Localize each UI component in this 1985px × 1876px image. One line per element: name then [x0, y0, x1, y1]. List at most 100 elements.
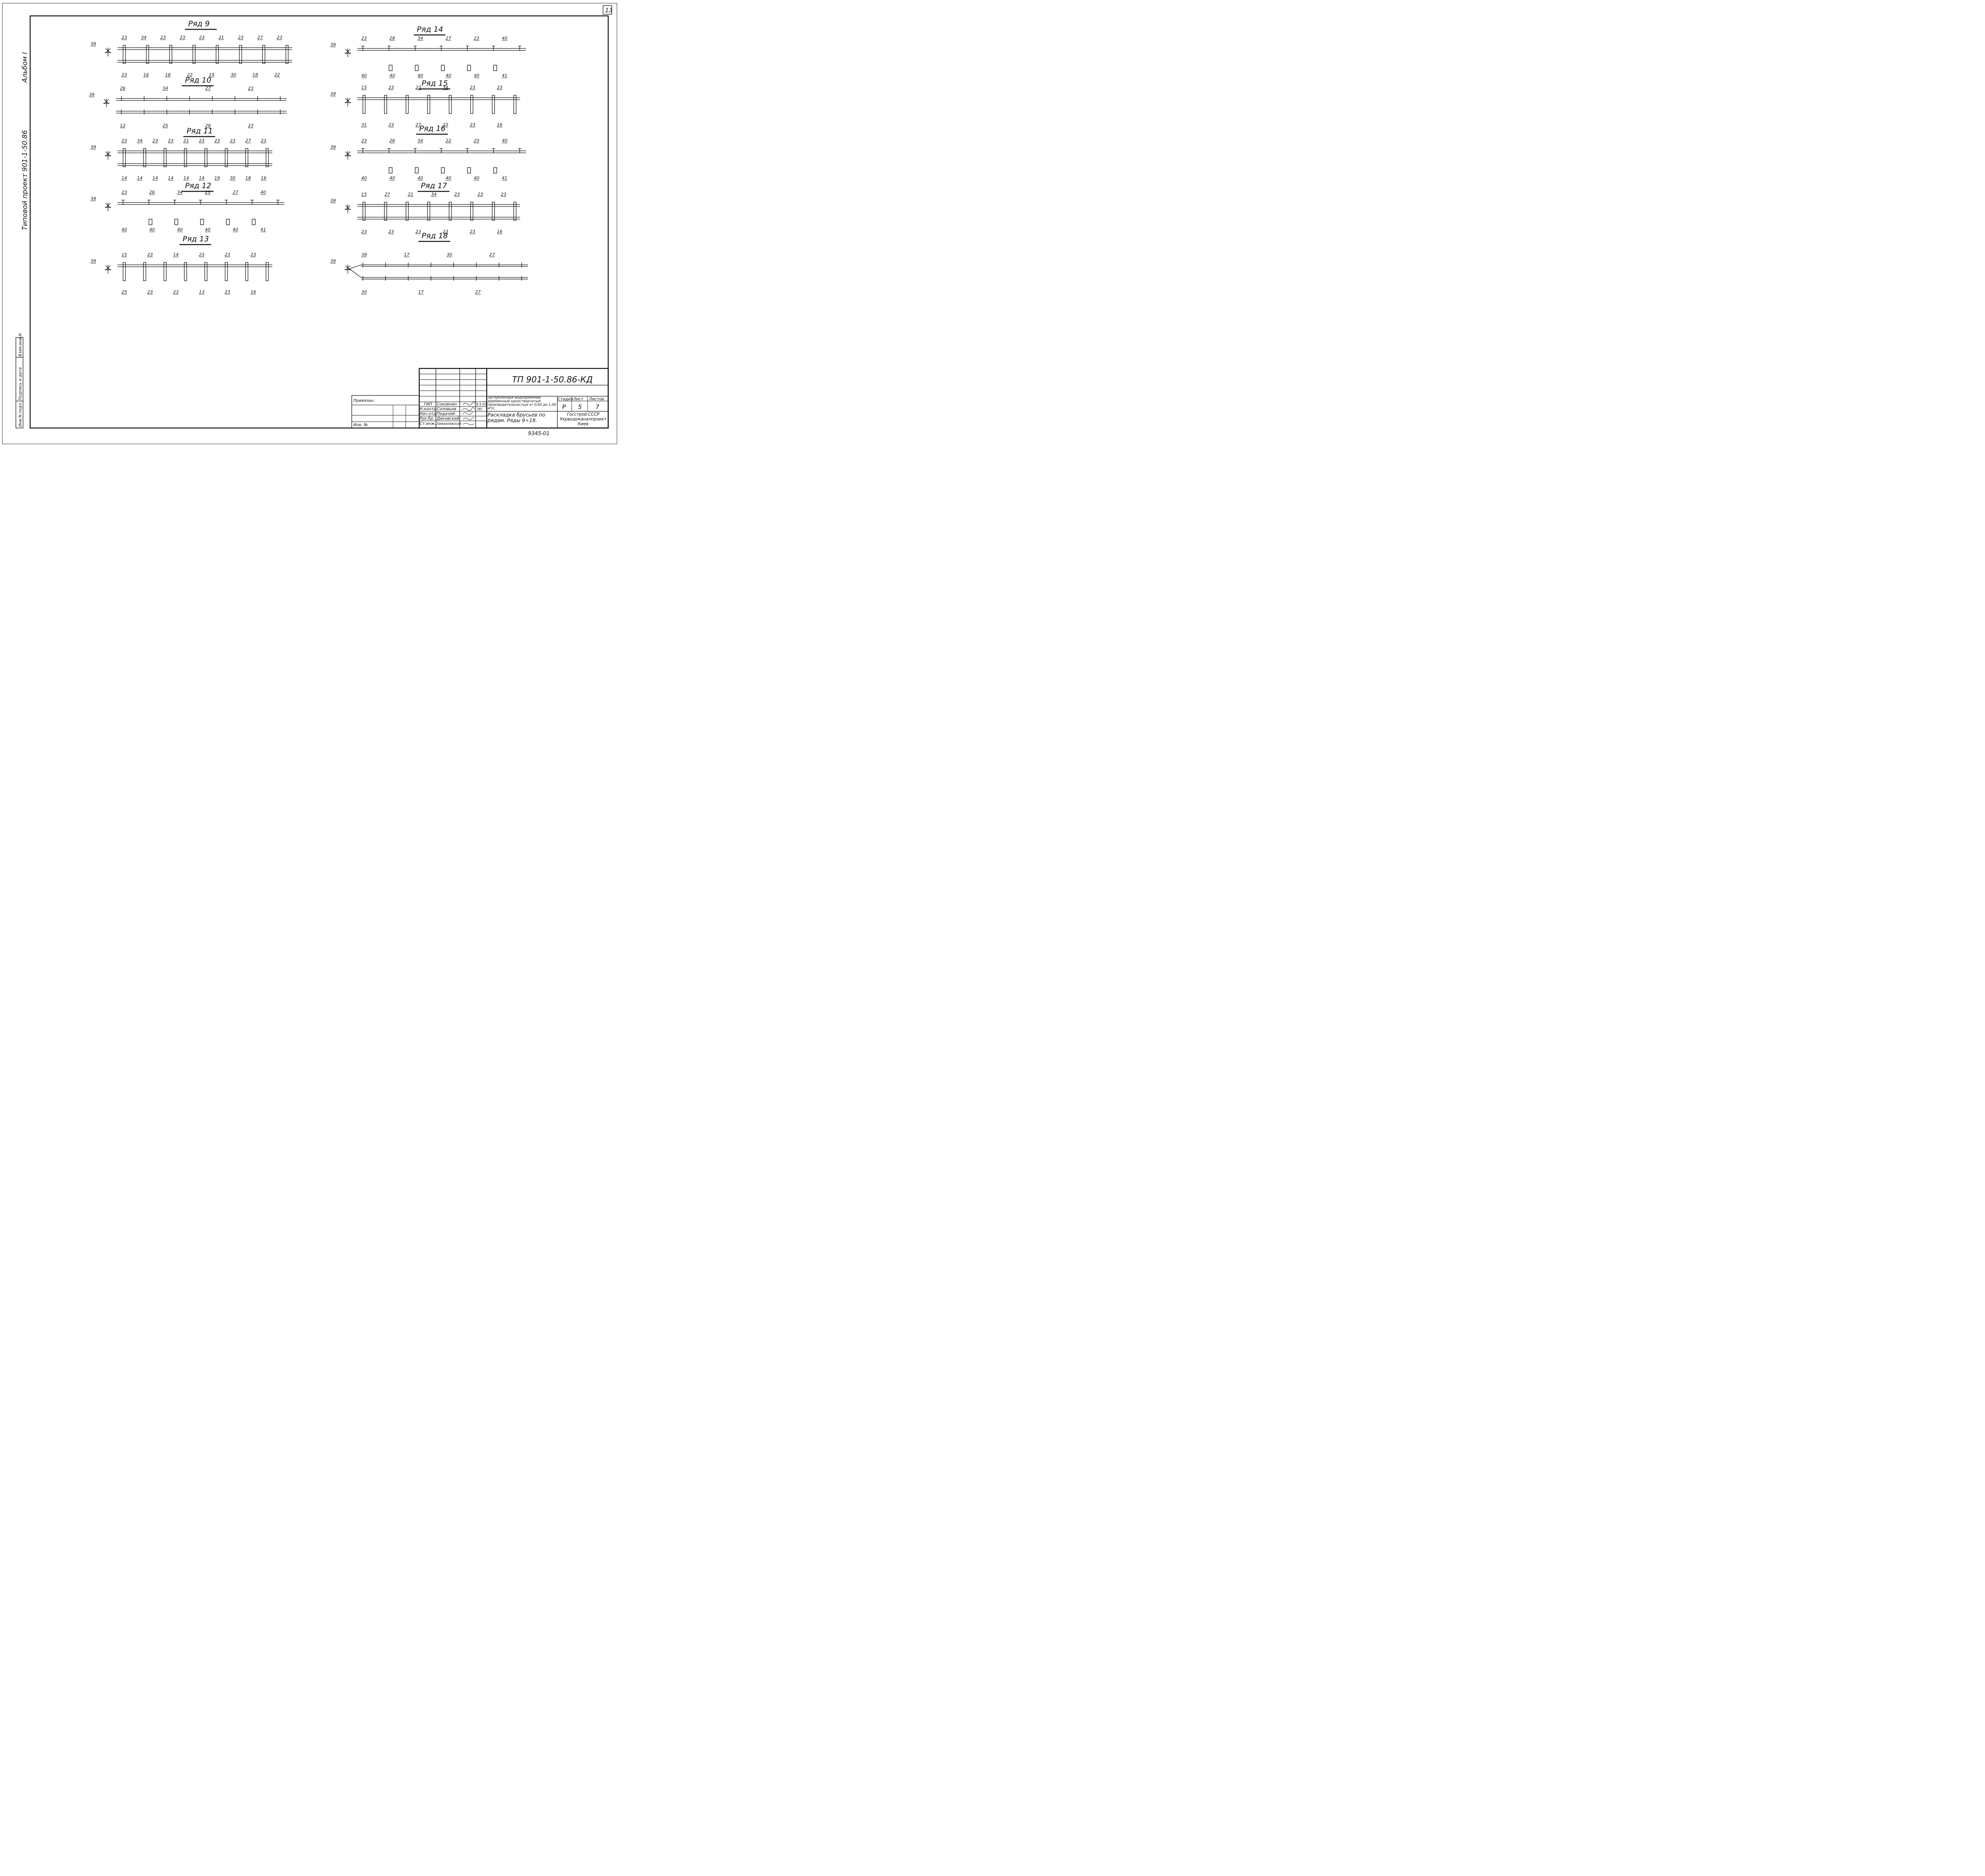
post [362, 95, 366, 114]
callout-label: 23 [147, 289, 153, 295]
callout-label: 23 [416, 85, 421, 90]
callout-label: 16 [143, 72, 149, 77]
callout-label: 25 [121, 289, 127, 295]
callout-label: 23 [361, 36, 367, 41]
post [146, 45, 149, 64]
project-label: Типовой проект 901-1-50.86 [21, 130, 29, 230]
callout-label: 19 [209, 72, 214, 77]
support [441, 167, 445, 174]
post [470, 202, 474, 221]
callout-label: 23 [388, 229, 394, 234]
support [200, 219, 204, 225]
row-title: Ряд 11 [187, 127, 213, 135]
node-39-symbol [345, 98, 351, 106]
callout-label: 14 [137, 175, 143, 181]
callout-label: 23 [443, 229, 448, 234]
callout-label: 23 [478, 192, 483, 197]
inventory-strip: Инв.N подл. Подпись и дата Взам.инв.N [15, 333, 23, 428]
callout-label: 23 [251, 252, 256, 257]
callout-label: 23 [388, 122, 394, 127]
callout-label: 23 [361, 138, 367, 143]
support [415, 65, 419, 71]
support [493, 65, 497, 71]
callout-label: 40 [389, 73, 395, 78]
row-title: Ряд 17 [421, 181, 447, 190]
support [389, 65, 393, 71]
callout-label: 40 [446, 175, 451, 181]
callout-label: 13 [199, 289, 204, 295]
post [449, 95, 452, 114]
row-title: Ряд 18 [422, 231, 448, 240]
callout-label: 23 [443, 122, 448, 127]
callout-label: 40 [260, 190, 266, 195]
post [413, 46, 417, 51]
callout-label: 40 [233, 227, 238, 232]
callout-label: 25 [163, 123, 168, 128]
organization: Госстрой СССР Укрводоканалпроект Киев [560, 412, 607, 426]
callout-label: 16 [165, 72, 171, 77]
post [361, 148, 364, 153]
callout-label: 27 [245, 138, 251, 143]
post [143, 148, 146, 167]
sheet-title: Раскладка брусьев по рядам. Ряды 9÷18. [488, 412, 545, 423]
post [184, 262, 187, 281]
callout-label: 39 [91, 145, 96, 150]
beam-lines [349, 264, 528, 278]
sheet-label: Лист [573, 397, 584, 401]
callout-label: 23 [225, 252, 230, 257]
callout-label: 27 [205, 86, 211, 91]
callout-label: 39 [330, 145, 336, 150]
inv-no-label: Инв. № [353, 423, 368, 427]
callout-label: 23 [214, 138, 220, 143]
beam-drawing [345, 95, 520, 114]
callout-label: 23 [261, 138, 266, 143]
post [123, 45, 126, 64]
beam-drawing [345, 46, 526, 71]
node-39-symbol [345, 204, 351, 213]
post [492, 95, 495, 114]
callout-label: 27 [233, 190, 238, 195]
post [405, 202, 409, 221]
callout-label: 23 [230, 138, 235, 143]
callout-label: 23 [277, 35, 282, 40]
signatures [462, 401, 475, 425]
post [173, 200, 176, 205]
beam-drawing [105, 262, 272, 281]
inner-frame [29, 15, 609, 429]
callout-label: 18 [252, 72, 258, 77]
callout-label: 23 [147, 252, 153, 257]
callout-label: 23 [497, 85, 503, 90]
top-beam [357, 204, 520, 207]
beam-lines-inner [361, 266, 528, 280]
row-title: Ряд 9 [188, 19, 210, 28]
callout-label: 40 [121, 227, 127, 232]
role-5: Ст.инж. [420, 422, 436, 426]
inv-cell-3: Взам.инв.N [18, 333, 23, 357]
callout-label: 40 [205, 227, 210, 232]
inv-cell-1: Инв.N подл. [18, 402, 23, 427]
callout-label: 41 [502, 73, 507, 78]
callout-label: 23 [173, 289, 179, 295]
callout-label: 22 [187, 72, 193, 77]
top-beam [116, 98, 287, 101]
callout-label: 41 [502, 175, 507, 181]
callout-label: 34 [418, 138, 423, 143]
beam-drawing [105, 45, 292, 64]
sheet-number: 13 [605, 7, 613, 14]
post [449, 202, 452, 221]
post [492, 202, 495, 221]
bottom-beam [116, 111, 287, 114]
callout-label: 23 [152, 138, 158, 143]
node-39-symbol [105, 202, 111, 211]
callout-label: 23 [248, 86, 254, 91]
callout-label: 40 [446, 73, 451, 78]
date-2: 36г [477, 407, 483, 411]
support [174, 219, 178, 225]
top-beam [118, 202, 284, 205]
beam-drawing [345, 262, 528, 281]
post [285, 45, 289, 64]
